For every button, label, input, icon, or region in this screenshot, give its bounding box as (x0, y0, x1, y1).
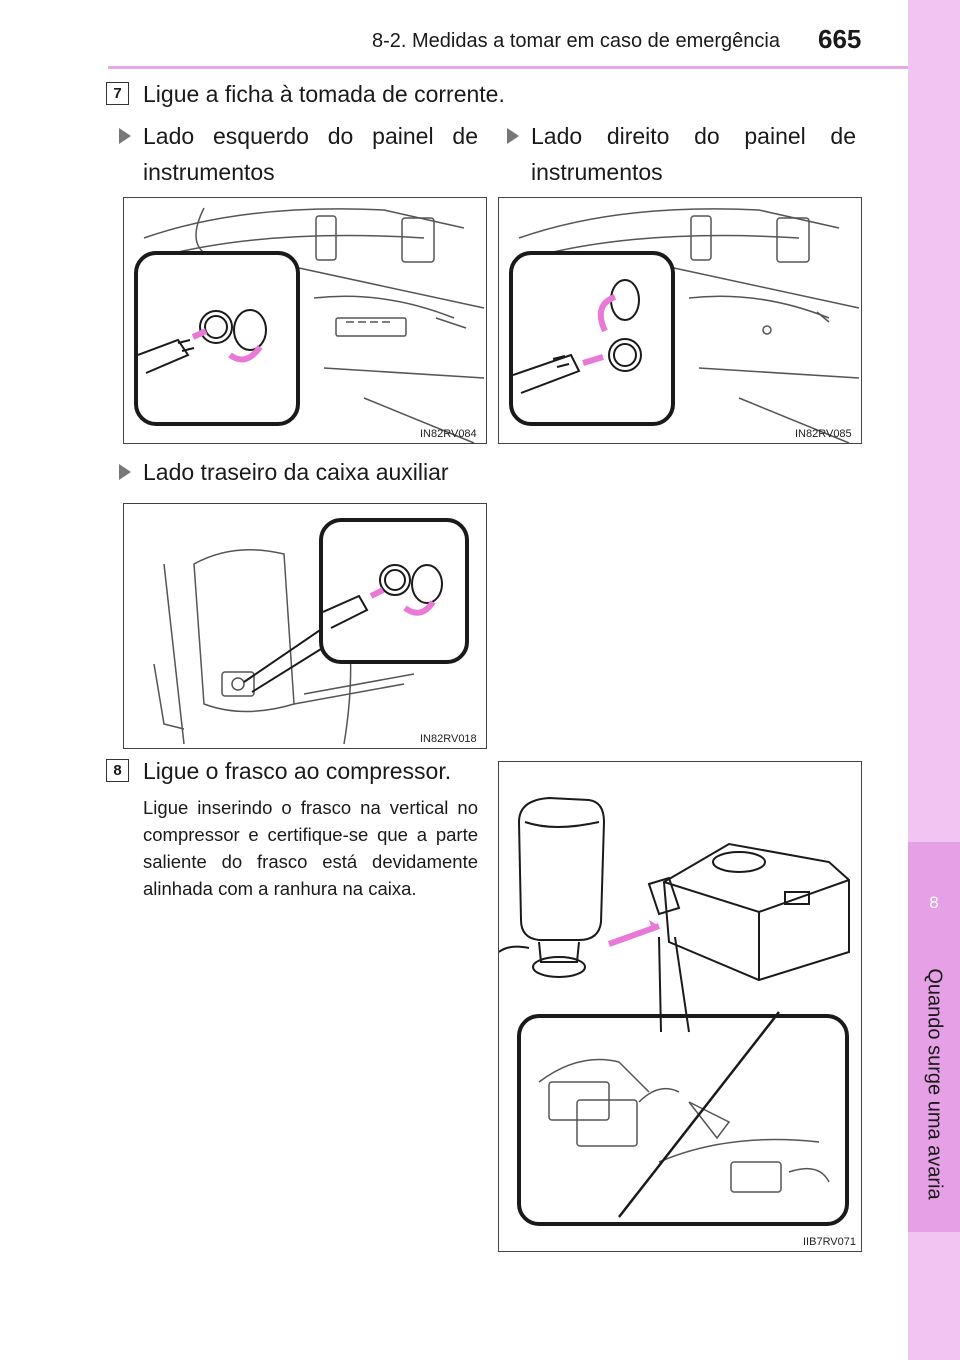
figure-rear-console: IN82RV018 (123, 503, 487, 749)
section-title: 8-2. Medidas a tomar em caso de emergênc… (372, 30, 780, 52)
socket-plug-icon (513, 279, 642, 394)
triangle-bullet-icon (119, 128, 131, 144)
detail-inset (134, 251, 300, 426)
detail-inset (517, 1014, 849, 1226)
bullet-right-dashboard: Lado direito do painel de instrumentos (507, 118, 856, 190)
bullet-rear-console: Lado traseiro da caixa auxiliar (119, 454, 483, 490)
bullet-line: Lado traseiro da caixa auxiliar (143, 459, 449, 485)
detail-inset (319, 518, 469, 664)
step-number-8: 8 (106, 759, 129, 782)
page-number: 665 (818, 24, 862, 54)
detail-inset (509, 251, 675, 426)
chapter-number: 8 (929, 893, 939, 912)
step-number-7: 7 (106, 82, 129, 105)
triangle-bullet-icon (507, 128, 519, 144)
bullet-line: Lado esquerdo do painel de (143, 123, 478, 149)
figure-code: IN82RV084 (420, 428, 477, 440)
chapter-tab-active (908, 842, 960, 1232)
figure-compressor: IIB7RV071 (498, 761, 862, 1252)
figure-code: IN82RV085 (795, 428, 852, 440)
chapter-title: Quando surge uma avaria (923, 968, 946, 1200)
bullet-line: Lado direito do painel de (531, 123, 856, 149)
figure-left-dashboard: IN82RV084 (123, 197, 487, 444)
step-8-instructions: Ligue inserindo o frasco na vertical no … (143, 797, 478, 899)
step-title-7: Ligue a ficha à tomada de corrente. (143, 81, 505, 107)
bullet-line: instrumentos (531, 159, 663, 185)
figure-right-dashboard: IN82RV085 (498, 197, 862, 444)
bullet-left-dashboard: Lado esquerdo do painel de instrumentos (119, 118, 478, 190)
step-title-8: Ligue o frasco ao compressor. (143, 758, 452, 784)
socket-plug-icon (323, 564, 443, 629)
triangle-bullet-icon (119, 464, 131, 480)
figure-code: IN82RV018 (420, 733, 477, 745)
socket-plug-icon (138, 309, 267, 374)
figure-code: IIB7RV071 (803, 1236, 857, 1248)
dashboard-illustration (143, 207, 485, 443)
header-rule (108, 66, 908, 69)
bullet-line: instrumentos (143, 159, 275, 185)
